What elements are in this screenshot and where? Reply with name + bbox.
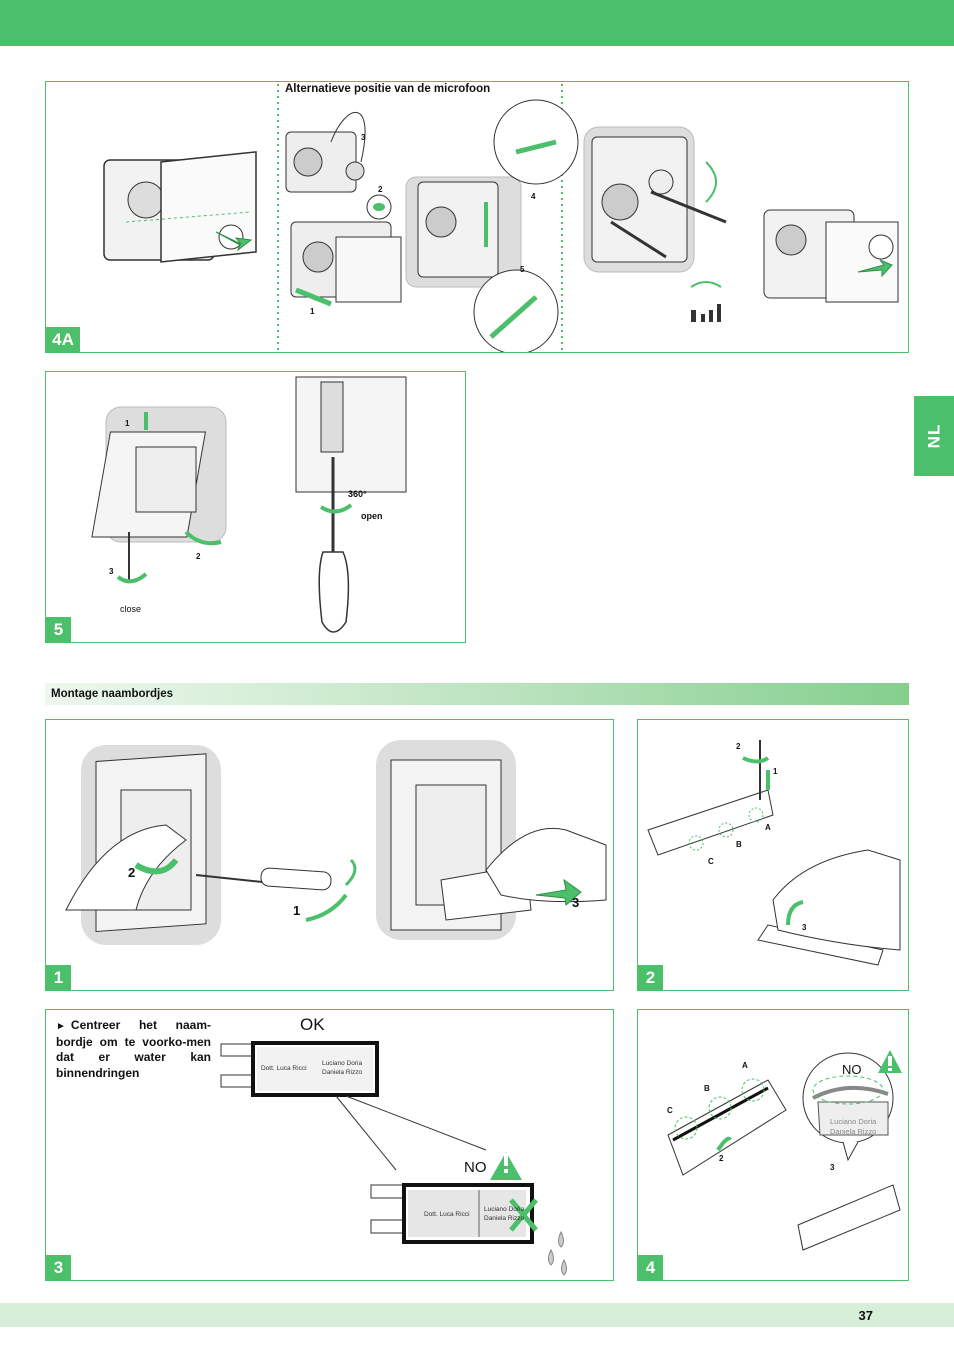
microphone-reposition-diagram (285, 99, 579, 352)
step-label: 4 (531, 192, 536, 201)
panel-2-badge: 2 (638, 965, 663, 990)
panel-1-badge: 1 (46, 965, 71, 990)
panel-5-illustration (91, 376, 407, 633)
name-plate-diagram (797, 1184, 901, 1251)
screwdriver-diagram (295, 376, 407, 633)
ok-label: OK (300, 1015, 325, 1034)
point-label: C (667, 1106, 673, 1115)
name-plate-slide-diagram (376, 740, 607, 940)
point-label: B (736, 840, 742, 849)
instruction-text: ►Centreer het naam-bordje om te voorko-m… (56, 1018, 211, 1081)
panel-3-badge: 3 (46, 1255, 71, 1280)
step-label: 1 (310, 307, 315, 316)
step-label: 2 (378, 185, 383, 194)
step-label: 1 (773, 767, 778, 776)
zoom-callout (802, 1050, 902, 1162)
language-tab-label: NL (923, 423, 943, 449)
point-label: C (708, 857, 714, 866)
holder-assembly-diagram (667, 1078, 787, 1176)
panel-3-illustration (220, 1041, 567, 1276)
panel-4a: Alternatieve positie van de microfoon 1 … (45, 81, 909, 353)
panel-2-illustration (647, 740, 901, 966)
panel-1-illustration (65, 740, 607, 945)
step-label: 3 (572, 895, 580, 910)
holder-screw-diagram (647, 740, 774, 856)
point-label: A (765, 823, 771, 832)
point-label: A (742, 1061, 748, 1070)
panel-5-badge: 5 (46, 617, 71, 642)
panel-4a-badge: 4A (46, 327, 80, 352)
panel-1: 1 2 3 1 (45, 719, 614, 991)
instruction-body: Centreer het naam-bordje om te voorko-me… (56, 1018, 211, 1080)
bullet-icon: ► (56, 1021, 66, 1032)
step-label: 2 (719, 1154, 724, 1163)
name-plate-removal-diagram (65, 745, 357, 945)
language-tab: NL (914, 396, 954, 476)
panel-5: 1 2 3 close 360° open 5 (45, 371, 466, 643)
section-title: Montage naambordjes (51, 688, 174, 700)
page-number: 37 (858, 1308, 873, 1323)
close-label: close (120, 604, 142, 614)
step-label: 3 (361, 133, 366, 142)
panel-3: ►Centreer het naam-bordje om te voorko-m… (45, 1009, 614, 1281)
step-label: 2 (736, 742, 741, 751)
no-label: NO (842, 1062, 862, 1077)
tag-right-line2: Daniela Rizzo (484, 1215, 525, 1222)
zoom-tag-line2: Daniela Rizzo (830, 1127, 877, 1136)
intercom-module-diagram (103, 151, 257, 263)
open-label: open (361, 511, 383, 521)
tag-left-text: Dott. Luca Ricci (424, 1211, 470, 1218)
section-header: Montage naambordjes (45, 683, 909, 705)
footer-bar: 37 (0, 1303, 954, 1327)
frame-mounting-diagram (91, 406, 227, 584)
adjustment-diagram (583, 126, 899, 322)
top-color-bar (0, 0, 954, 46)
panel-4-badge: 4 (638, 1255, 663, 1280)
panel-4: NO A B C 2 3 Luciano Doria Daniela Rizzo… (637, 1009, 909, 1281)
panel-4a-caption: Alternatieve positie van de microfoon (285, 83, 491, 95)
tag-left-text: Dott. Luca Ricci (261, 1065, 307, 1072)
step-label: 1 (293, 903, 301, 918)
tag-right-line1: Luciano Doria (484, 1206, 525, 1213)
step-label: 5 (520, 265, 525, 274)
step-label: 3 (802, 923, 807, 932)
no-label: NO (464, 1159, 487, 1176)
panel-4-illustration (667, 1050, 902, 1251)
step-label: 2 (128, 865, 136, 880)
tag-right-line1: Luciano Doria (322, 1060, 363, 1067)
rotation-label: 360° (348, 489, 367, 499)
tag-right-line2: Daniela Rizzo (322, 1069, 363, 1076)
step-label: 3 (109, 567, 114, 576)
zoom-tag-line1: Luciano Doria (830, 1117, 877, 1126)
point-label: B (704, 1084, 710, 1093)
hand-insert-diagram (757, 849, 901, 966)
step-label: 3 (830, 1163, 835, 1172)
step-label: 2 (196, 552, 201, 561)
panel-2: 1 2 3 A B C 2 (637, 719, 909, 991)
step-label: 1 (125, 419, 130, 428)
panel-4a-illustration (103, 84, 899, 352)
